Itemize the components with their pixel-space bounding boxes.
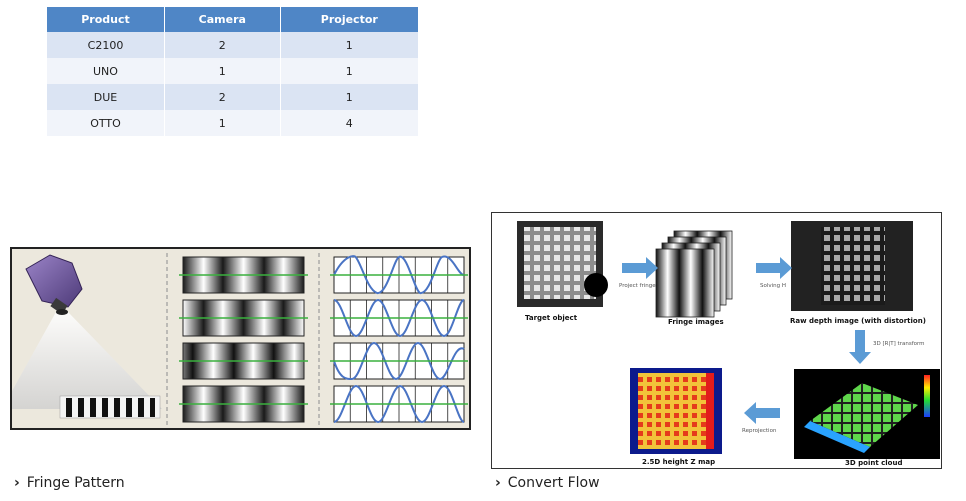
product-table: Product Camera Projector C2100 2 1 UNO 1…	[47, 7, 418, 136]
arrow-right-icon	[622, 257, 658, 279]
cell-camera: 1	[164, 110, 281, 136]
step-solving-h: Solving H	[760, 283, 787, 289]
fringe-images-stack	[655, 230, 733, 318]
arrow-left-icon	[744, 402, 780, 424]
label-target-object: Target object	[525, 314, 578, 322]
chevron-right-icon: ›	[14, 475, 20, 491]
sine-grid	[330, 384, 468, 424]
cell-camera: 2	[164, 84, 281, 110]
caption-convert-flow: › Convert Flow	[495, 475, 600, 491]
projector-icon	[12, 254, 162, 419]
step-transform: 3D [R|T] transform	[873, 341, 925, 347]
step-project-fringe: Project fringe	[619, 283, 656, 289]
sine-grid	[330, 255, 468, 294]
label-raw-depth-image: Raw depth image (with distortion)	[790, 317, 926, 325]
caption-fringe-pattern: › Fringe Pattern	[14, 475, 125, 491]
projected-stripes	[59, 395, 161, 419]
chevron-right-icon: ›	[495, 475, 501, 491]
caption-fringe-text: Fringe Pattern	[26, 475, 125, 491]
cell-projector: 1	[280, 32, 418, 58]
fringe-pattern-svg	[12, 253, 468, 425]
target-object-image	[517, 221, 608, 307]
column-header-camera: Camera	[164, 7, 281, 32]
cell-camera: 1	[164, 58, 281, 84]
table-header-row: Product Camera Projector	[47, 7, 418, 32]
cell-product: OTTO	[47, 110, 165, 136]
cell-product: UNO	[47, 58, 165, 84]
label-height-map: 2.5D height Z map	[642, 458, 716, 466]
cell-camera: 2	[164, 32, 281, 58]
column-header-projector: Projector	[280, 7, 418, 32]
cell-product: DUE	[47, 84, 165, 110]
table-row: C2100 2 1	[47, 32, 418, 58]
table-row: UNO 1 1	[47, 58, 418, 84]
label-fringe-images: Fringe images	[668, 318, 724, 326]
step-reprojection: Reprojection	[742, 428, 777, 434]
convert-flow-figure: Target object Fringe images Raw depth im…	[491, 212, 942, 469]
sine-wave-stack	[330, 255, 468, 424]
column-header-product: Product	[47, 7, 165, 32]
cell-product: C2100	[47, 32, 165, 58]
arrow-right-icon	[756, 257, 792, 279]
caption-flow-text: Convert Flow	[507, 475, 600, 491]
raw-depth-image	[791, 221, 913, 311]
point-cloud-image	[794, 369, 940, 459]
table-row: OTTO 1 4	[47, 110, 418, 136]
fringe-pattern-figure	[10, 247, 471, 430]
cell-projector: 1	[280, 84, 418, 110]
sine-grid	[330, 341, 468, 381]
convert-flow-svg	[517, 221, 940, 459]
fringe-image-stack	[179, 256, 308, 423]
height-map-image	[630, 368, 722, 454]
sine-grid	[330, 298, 468, 338]
cell-projector: 1	[280, 58, 418, 84]
cell-projector: 4	[280, 110, 418, 136]
label-point-cloud: 3D point cloud	[845, 459, 903, 467]
table-row: DUE 2 1	[47, 84, 418, 110]
arrow-down-icon	[849, 330, 871, 364]
